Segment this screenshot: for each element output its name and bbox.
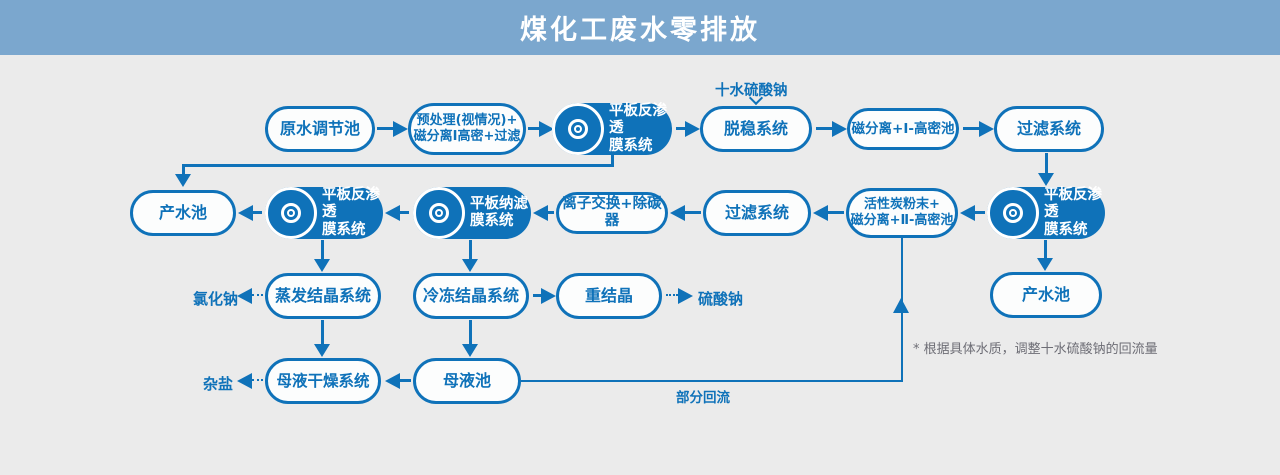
- node-flat-ro-membrane-2: 平板反渗透 膜系统: [265, 187, 383, 239]
- node-activated-carbon-magsep-2: 活性炭粉末+ 磁分离+Ⅱ-高密池: [846, 188, 958, 238]
- membrane-disc-icon: [552, 103, 604, 155]
- membrane-disc-icon: [413, 187, 465, 239]
- flow-line: [611, 155, 614, 167]
- flow-arrow: [321, 320, 324, 344]
- node-magsep-1-high-density-pool: 磁分离+Ⅰ-高密池: [847, 108, 959, 150]
- flow-arrow: [676, 127, 685, 130]
- node-filter-system-2: 过滤系统: [703, 190, 811, 236]
- node-flat-nf-membrane: 平板纳滤 膜系统: [413, 187, 531, 239]
- flow-arrow: [182, 166, 185, 174]
- label-mixed-salt: 杂盐: [203, 375, 234, 393]
- node-raw-water-pool: 原水调节池: [265, 106, 375, 152]
- node-pretreatment: 预处理(视情况)+ 磁分离Ⅰ高密+过滤: [408, 103, 526, 155]
- node-destabilization-system: 脱稳系统: [700, 106, 812, 152]
- flow-arrow: [469, 240, 472, 259]
- flow-arrow: [533, 294, 541, 297]
- page-title: 煤化工废水零排放: [520, 15, 760, 46]
- flow-arrow: [1044, 240, 1047, 258]
- note-reflux-adjustment: * 根据具体水质，调整十水硫酸钠的回流量: [913, 342, 1158, 357]
- title-bar: 煤化工废水零排放: [0, 0, 1280, 55]
- node-freezing-crystallization: 冷冻结晶系统: [413, 273, 529, 319]
- flow-arrow-dotted: [666, 294, 678, 296]
- flow-arrow: [253, 211, 262, 214]
- flow-arrow: [377, 127, 393, 130]
- label-partial-reflux: 部分回流: [676, 390, 730, 406]
- node-recrystallization: 重结晶: [556, 273, 662, 319]
- node-evaporation-crystallization: 蒸发结晶系统: [265, 273, 381, 319]
- node-product-pool-left: 产水池: [130, 190, 236, 236]
- flow-arrow: [528, 127, 539, 130]
- flow-arrow: [685, 211, 701, 214]
- flow-arrow-dotted: [252, 294, 263, 296]
- node-ion-exchange-decarbonizer: 离子交换+除碳器: [556, 192, 668, 234]
- flow-arrow: [548, 211, 554, 214]
- label-sodium-sulfate: 硫酸钠: [698, 290, 744, 308]
- flow-arrow: [816, 127, 832, 130]
- flow-arrow: [828, 211, 844, 214]
- membrane-disc-icon: [987, 187, 1039, 239]
- flow-arrow: [975, 211, 985, 214]
- flow-arrow-dotted: [252, 379, 263, 381]
- flow-arrow: [400, 379, 411, 382]
- node-product-pool-right: 产水池: [990, 272, 1102, 318]
- flow-arrow: [321, 240, 324, 259]
- node-mother-liquor-pool: 母液池: [413, 358, 521, 404]
- node-filter-system-1: 过滤系统: [994, 106, 1104, 152]
- flow-line: [521, 380, 903, 382]
- label-sodium-sulfate-decahydrate: 十水硫酸钠: [715, 83, 788, 99]
- node-mother-liquor-dryer: 母液干燥系统: [265, 358, 381, 404]
- node-flat-ro-membrane-3: 平板反渗透 膜系统: [987, 187, 1105, 239]
- flow-arrow: [400, 211, 409, 214]
- flow-arrow: [963, 127, 979, 130]
- flow-arrow: [1045, 153, 1048, 173]
- flow-arrow: [469, 320, 472, 344]
- flow-arrow-up: [893, 298, 909, 313]
- membrane-disc-icon: [265, 187, 317, 239]
- flow-line: [182, 164, 614, 167]
- label-sodium-chloride: 氯化钠: [193, 290, 239, 308]
- node-flat-ro-membrane-1: 平板反渗透 膜系统: [552, 103, 672, 155]
